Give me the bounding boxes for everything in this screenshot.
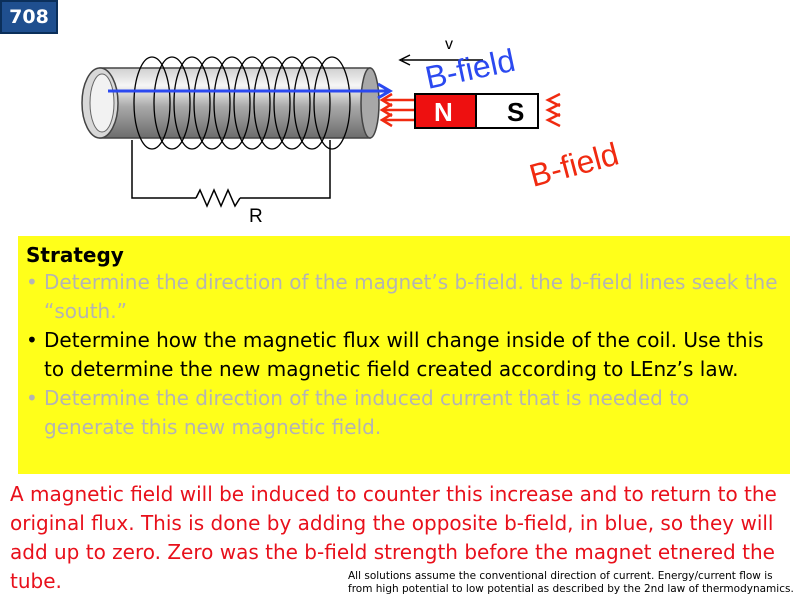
magnet-field-arrows <box>379 92 414 128</box>
strategy-item-text: Determine the direction of the induced c… <box>44 386 690 439</box>
resistor-label: R <box>249 206 263 227</box>
induced-field-arrow <box>108 82 393 100</box>
incoming-field-lines <box>545 92 740 128</box>
bullet: • <box>26 386 38 410</box>
strategy-item: • Determine the direction of the magnet’… <box>26 268 782 326</box>
magnet-field-label: B-field <box>525 136 622 194</box>
strategy-title: Strategy <box>26 243 124 267</box>
bullet: • <box>26 270 38 294</box>
strategy-box: Strategy • Determine the direction of th… <box>18 236 790 474</box>
strategy-item: • Determine the direction of the induced… <box>26 384 782 442</box>
magnet-south-pole <box>475 93 539 129</box>
velocity-arrow <box>398 54 483 66</box>
induced-field-label: B-field <box>422 42 518 96</box>
strategy-item-text: Determine the direction of the magnet’s … <box>44 270 778 323</box>
slide-number: 708 <box>9 6 49 28</box>
answer-text: A magnetic field will be induced to coun… <box>10 482 777 593</box>
circuit-wire <box>131 140 331 199</box>
strategy-item-text: Determine how the magnetic flux will cha… <box>44 328 764 381</box>
coil-magnet-diagram: N S v B-field B-field R <box>81 36 740 227</box>
bullet: • <box>26 328 38 352</box>
magnet-south-label: S <box>507 97 524 127</box>
resistor <box>195 188 241 208</box>
strategy-item: • Determine how the magnetic flux will c… <box>26 326 782 384</box>
magnet-north-pole <box>414 93 477 129</box>
slide-number-badge: 708 <box>0 0 58 34</box>
magnet-north-label: N <box>434 97 453 127</box>
footnote: All solutions assume the conventional di… <box>348 570 794 595</box>
velocity-label: v <box>445 36 453 53</box>
coil-tube-opening <box>89 73 115 133</box>
coil-windings <box>133 56 351 150</box>
coil-tube-right-end <box>360 67 380 139</box>
